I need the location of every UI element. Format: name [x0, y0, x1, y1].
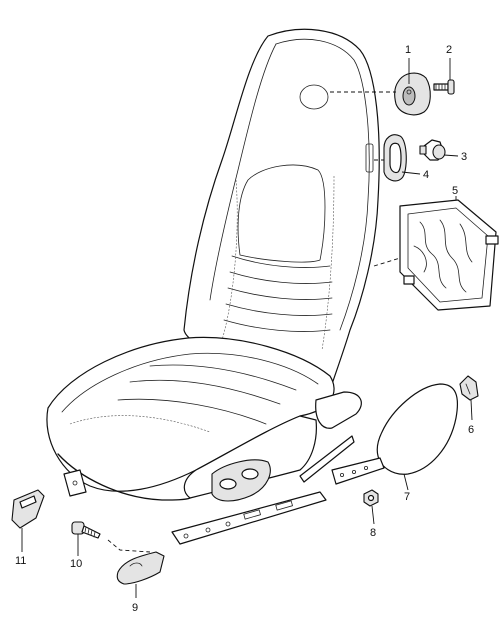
part-6-clip — [459, 375, 479, 401]
part-9-front-cover — [116, 551, 165, 585]
headrest-recess — [299, 84, 329, 110]
callout-5: 5 — [452, 185, 458, 197]
part-1-cover-cap — [394, 72, 431, 116]
part-2-screw — [433, 79, 455, 95]
seat-backrest — [183, 28, 380, 391]
part-11-bracket — [11, 489, 45, 529]
callout-3: 3 — [461, 151, 467, 163]
seat-rails — [63, 435, 355, 545]
backrest-bolster — [237, 164, 326, 263]
callout-1: 1 — [405, 44, 411, 56]
part-3-knob — [419, 139, 446, 161]
callout-labels: 1 2 3 4 5 6 7 8 9 10 11 — [15, 44, 474, 614]
callout-6: 6 — [468, 424, 474, 436]
part-7-side-cover — [331, 383, 459, 485]
callout-10: 10 — [70, 558, 82, 570]
callout-9: 9 — [132, 602, 138, 614]
part-5-back-panel — [399, 199, 499, 311]
part-10-bolt — [71, 521, 101, 539]
callout-8: 8 — [370, 527, 376, 539]
leader-lines — [21, 58, 473, 598]
callout-4: 4 — [423, 169, 429, 181]
callout-7: 7 — [404, 491, 410, 503]
part-4-bezel — [383, 134, 407, 182]
seat-cushion — [46, 336, 362, 502]
callout-11: 11 — [15, 555, 26, 567]
callout-2: 2 — [446, 44, 452, 56]
part-8-nut — [363, 489, 379, 507]
